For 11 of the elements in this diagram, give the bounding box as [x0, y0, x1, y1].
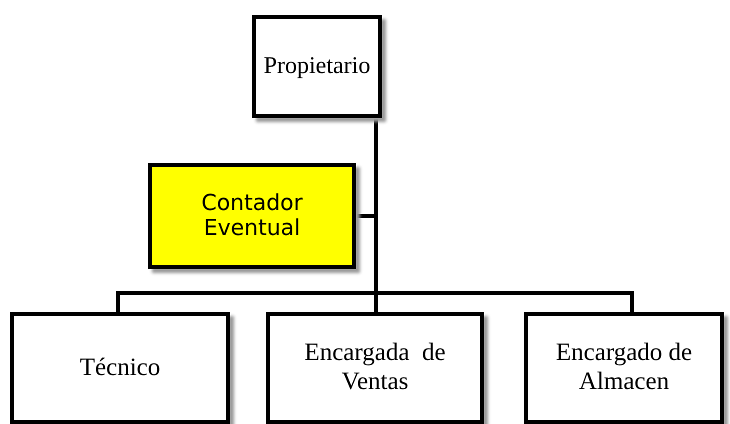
role-box — [252, 15, 382, 118]
role-label: Contador Eventual — [200, 190, 304, 242]
role-label: Encargada de Ventas — [303, 339, 447, 397]
role-box — [266, 312, 484, 424]
role-box — [524, 312, 724, 424]
role-label: Propietario — [264, 52, 370, 80]
connector-line — [374, 118, 634, 312]
role-box — [10, 312, 230, 424]
role-label: Técnico — [80, 354, 160, 382]
role-box — [148, 163, 356, 269]
role-label: Encargado de Almacen — [554, 339, 694, 397]
